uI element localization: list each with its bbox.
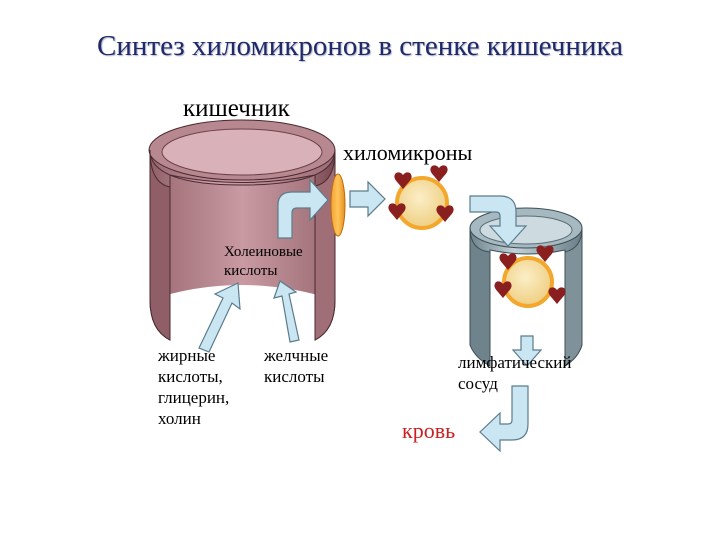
apoprotein-icon — [388, 203, 406, 220]
arrow-down-small — [511, 335, 543, 367]
apoprotein-icon — [499, 253, 517, 270]
apoprotein-icon — [494, 281, 512, 298]
chylomicron-particle-2 — [494, 245, 566, 308]
label-blood: кровь — [402, 418, 456, 443]
arrow-bile-acids-up — [273, 280, 300, 343]
apoprotein-icon — [548, 287, 566, 304]
apoprotein-icon — [436, 205, 454, 222]
lymph-vessel-cylinder — [469, 207, 583, 367]
curved-arrow-down — [469, 195, 528, 247]
wall-chylomicron-oval — [330, 173, 346, 237]
label-choleic-acids: Холеиновые кислоты — [224, 244, 303, 279]
label-fatty-acids: жирные кислоты, глицерин, холин — [158, 346, 230, 428]
apoprotein-icon — [430, 165, 448, 182]
label-chylomicrons: хиломикроны — [343, 140, 473, 165]
label-bile-acids: желчные кислоты — [264, 346, 329, 386]
apoprotein-icon — [536, 245, 554, 262]
intestine-cylinder — [148, 119, 336, 341]
arrow-fatty-acids-up — [198, 282, 241, 353]
arrow-right — [349, 180, 386, 218]
curved-arrow-to-blood — [479, 385, 529, 453]
chylomicron-particle-1 — [388, 165, 454, 230]
curved-arrow-up-right — [277, 178, 329, 239]
page-title: Синтез хиломикронов в стенке кишечника — [97, 30, 623, 62]
label-lymph-vessel: лимфатический сосуд — [458, 353, 572, 393]
apoprotein-icon — [394, 172, 412, 189]
label-intestine: кишечник — [183, 95, 290, 122]
